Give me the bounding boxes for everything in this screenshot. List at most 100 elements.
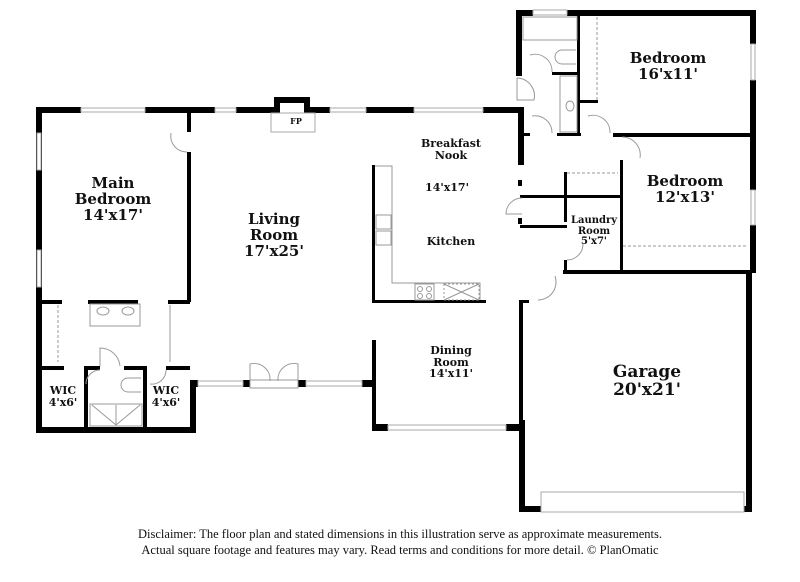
fireplace-wall (274, 97, 310, 103)
wall (372, 165, 375, 303)
wall (552, 72, 579, 75)
room-label-dining-room: Dining Room 14'x11' (429, 345, 473, 380)
room-dimensions: 17'x25' (244, 241, 304, 260)
room-label-living-room: Living Room 17'x25' (244, 210, 304, 260)
door-swing (531, 115, 553, 134)
wall (519, 300, 523, 430)
toilet (120, 377, 141, 393)
wall (36, 107, 81, 113)
door-swing (587, 114, 611, 134)
window (36, 249, 42, 288)
window (532, 9, 568, 16)
room-name: Bedroom (629, 49, 707, 67)
window (305, 380, 363, 387)
window (197, 380, 244, 387)
wall (580, 100, 598, 103)
wall (506, 424, 524, 431)
door-swing (99, 347, 121, 367)
door-swing (621, 136, 641, 159)
toilet (554, 49, 576, 65)
wall (88, 366, 100, 370)
window (214, 107, 237, 113)
door-swing (516, 77, 535, 101)
window (36, 132, 42, 171)
wall (518, 180, 522, 186)
wall (483, 107, 523, 113)
wall (42, 366, 64, 370)
room-name: Room (249, 225, 299, 244)
room-name: WIC (152, 384, 180, 397)
bath-vanity (559, 75, 578, 133)
wall (190, 380, 198, 387)
wall (519, 420, 525, 512)
room-name: Living (247, 210, 301, 228)
wall (187, 107, 191, 132)
window (387, 424, 507, 431)
room-dimensions: 14'x17' (83, 205, 143, 224)
wall (520, 225, 567, 228)
wall (243, 380, 250, 387)
room-name: Breakfast (421, 137, 481, 150)
disclaimer-line: Actual square footage and features may v… (141, 543, 659, 557)
room-dimensions: 5'x7' (580, 236, 607, 247)
room-dimensions: 20'x21' (613, 379, 681, 400)
fireplace-wall (274, 97, 280, 113)
wall (372, 424, 388, 431)
room-dimensions: 14'x11' (429, 367, 473, 381)
wall (36, 427, 196, 433)
room-dimensions: 16'x11' (638, 64, 698, 83)
room-name: Bedroom (646, 172, 724, 190)
door-swing (505, 197, 523, 215)
wall (145, 107, 215, 113)
french-door (249, 363, 299, 382)
door-swing (85, 369, 101, 385)
room-name: Room (577, 225, 611, 237)
kitchen-sink (375, 214, 392, 230)
door-swing (170, 132, 188, 153)
shower (89, 403, 143, 427)
wall (620, 160, 623, 272)
stove (414, 283, 435, 301)
wall (567, 10, 756, 16)
wall (750, 225, 756, 273)
refrigerator (443, 283, 480, 301)
wall (746, 270, 752, 512)
wall (520, 195, 622, 198)
disclaimer-line: Disclaimer: The floor plan and stated di… (138, 527, 662, 541)
room-label-wic-right: WIC 4'x6' (152, 385, 181, 408)
disclaimer: Disclaimer: The floor plan and stated di… (0, 526, 800, 558)
door-swing (149, 369, 167, 385)
kitchen-dimensions: 14'x17' (425, 181, 469, 194)
room-label-laundry-room: Laundry Room 5'x7' (570, 215, 618, 248)
wall (519, 506, 541, 512)
window (750, 43, 756, 81)
wall (190, 380, 196, 433)
room-name: Main (91, 174, 135, 192)
room-label-main-bedroom: Main Bedroom 14'x17' (75, 174, 152, 224)
room-dimensions: 4'x6' (48, 395, 78, 409)
fireplace-hearth (270, 112, 316, 133)
window (750, 189, 756, 226)
door-swing (537, 275, 557, 301)
wall (613, 133, 756, 137)
wall (168, 300, 190, 304)
room-name: Laundry (570, 215, 618, 226)
wall (577, 16, 580, 135)
vanity (89, 303, 141, 327)
wall (557, 133, 581, 136)
wall (308, 107, 330, 113)
wall (88, 300, 138, 304)
wall (518, 133, 530, 136)
room-label-kitchen: Kitchen (426, 235, 476, 248)
wall (372, 300, 486, 303)
wall (518, 218, 522, 224)
fireplace-wall (304, 97, 310, 113)
room-name: Room (433, 355, 469, 369)
wall (366, 107, 414, 113)
room-name: Nook (434, 148, 468, 162)
door-swing (566, 243, 584, 261)
wall (519, 300, 529, 303)
wall (42, 300, 62, 304)
window (329, 107, 367, 113)
